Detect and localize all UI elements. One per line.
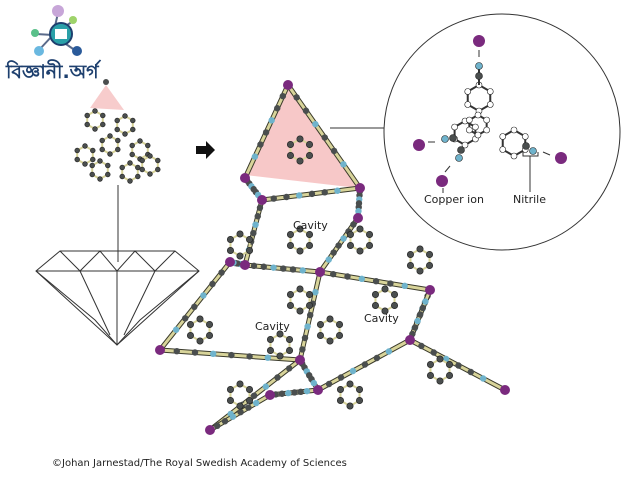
arrow-right-icon bbox=[196, 141, 215, 159]
cavity-label: Cavity bbox=[293, 219, 328, 232]
metal-organic-framework bbox=[155, 80, 510, 435]
logo-text: বিজ্ঞানী.অর্গ bbox=[6, 61, 99, 83]
small-molecule-icon bbox=[74, 79, 161, 184]
logo-icon bbox=[31, 5, 82, 56]
cavity-label: Cavity bbox=[364, 312, 399, 325]
copper-ion-label: Copper ion bbox=[424, 193, 484, 206]
zoom-circle bbox=[383, 13, 621, 251]
image-credit: ©Johan Jarnestad/The Royal Swedish Acade… bbox=[52, 458, 347, 469]
ligand-molecule-icon bbox=[441, 62, 537, 162]
nitrile-label: Nitrile bbox=[513, 193, 546, 206]
cavity-label: Cavity bbox=[255, 320, 290, 333]
copper-ion-icons bbox=[413, 35, 567, 187]
pointer-arrows bbox=[428, 50, 551, 193]
diamond-icon bbox=[35, 250, 200, 346]
